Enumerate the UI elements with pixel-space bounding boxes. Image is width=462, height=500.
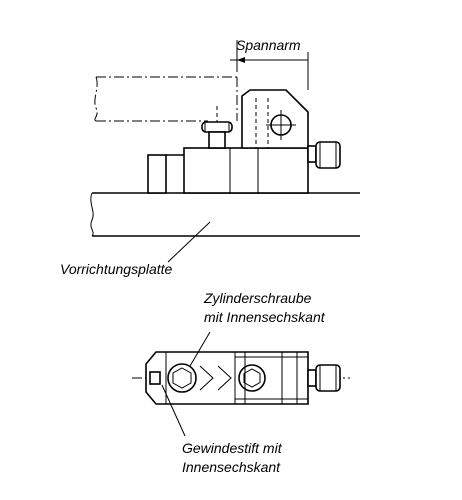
label-set-screw-line2: Innensechskant <box>182 459 281 475</box>
clamping-arm-dimension <box>230 40 309 90</box>
set-screw-side <box>307 141 341 169</box>
clamp-body-top <box>145 351 309 405</box>
set-screw-leader <box>161 384 186 437</box>
cap-screw-top <box>167 363 232 393</box>
set-screw-top <box>307 364 341 392</box>
clamp-jaw <box>241 89 309 149</box>
label-cap-screw-line2: mit Innensechskant <box>204 309 325 325</box>
top-view <box>132 331 350 437</box>
label-fixture-plate: Vorrichtungsplatte <box>60 261 173 277</box>
clamping-arm-phantom <box>94 76 238 122</box>
label-cap-screw-line1: Zylinderschraube <box>204 290 312 306</box>
cap-screw-side <box>201 106 233 149</box>
label-set-screw-line1: Gewindestift mit <box>182 440 282 456</box>
fixture-plate <box>90 192 360 237</box>
label-clamping-arm: Spannarm <box>236 37 301 53</box>
jaw-screw-top <box>238 364 266 392</box>
side-view <box>90 40 360 263</box>
set-screw-pin <box>149 371 161 385</box>
clamp-base <box>147 147 309 194</box>
fixture-plate-leader <box>167 221 211 263</box>
cap-screw-leader <box>189 331 211 367</box>
